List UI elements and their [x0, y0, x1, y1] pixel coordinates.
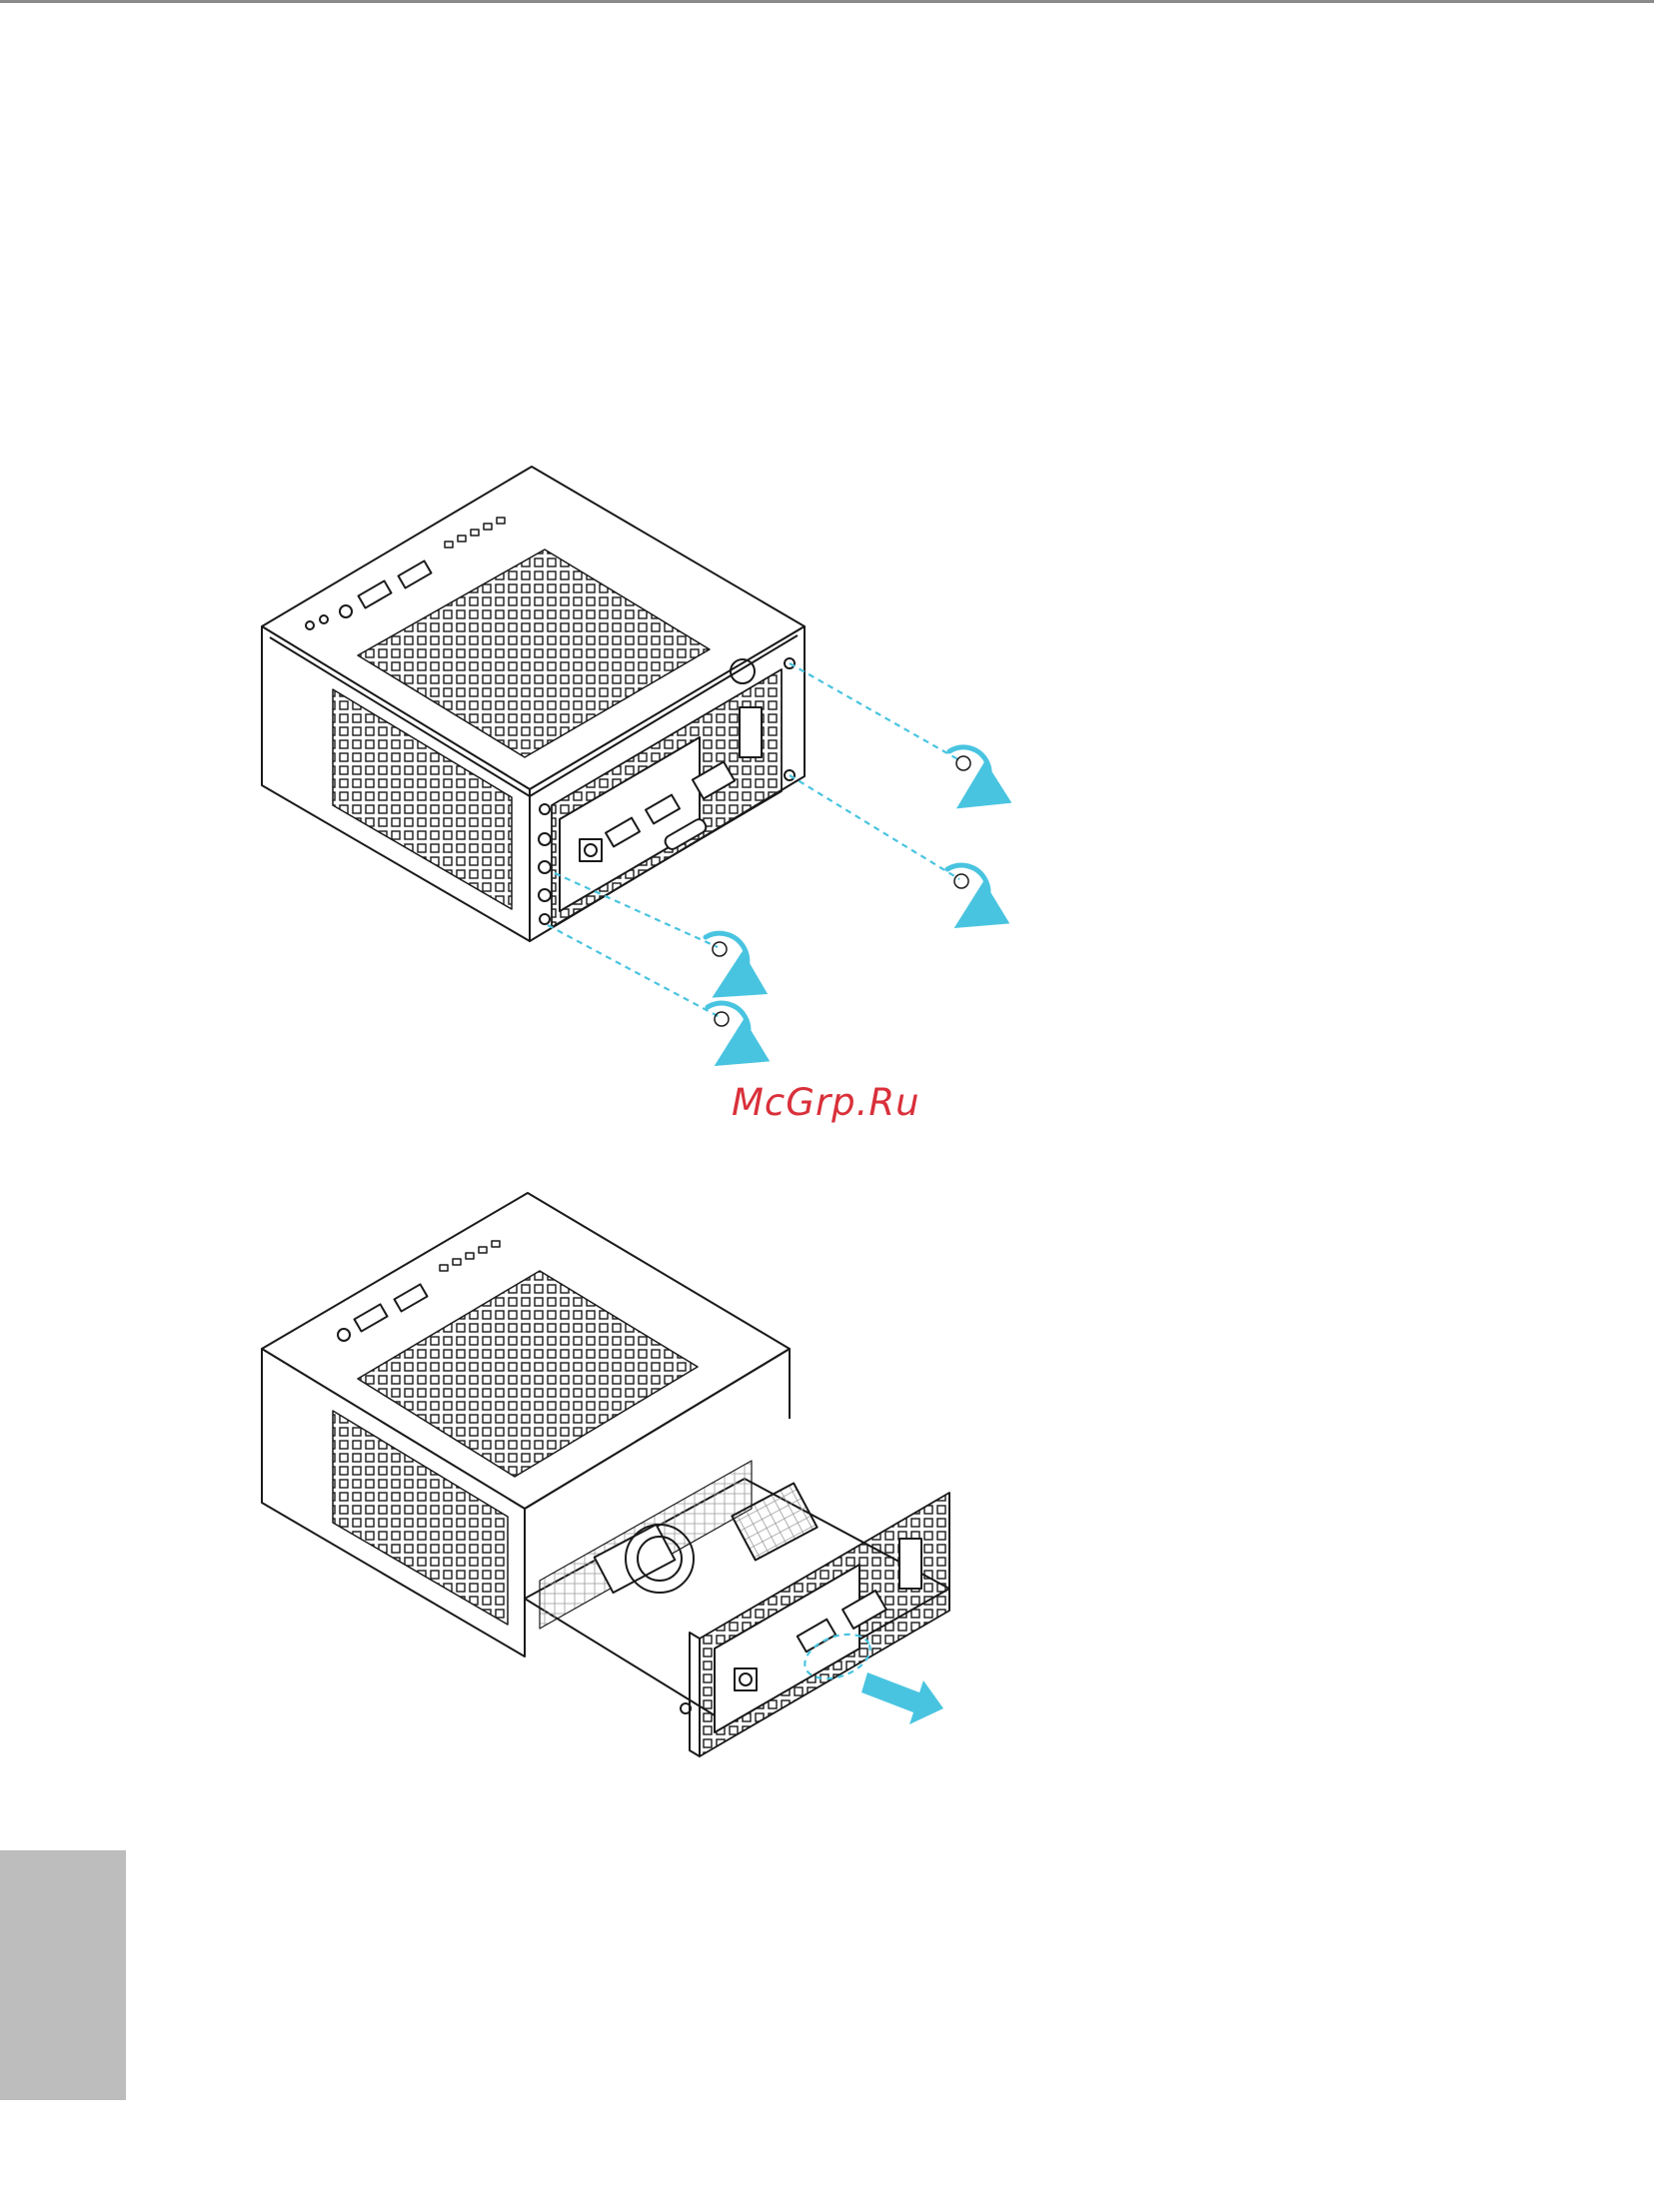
watermark: McGrp.Ru [732, 1081, 920, 1124]
figure-slide-tray-out [0, 1179, 1654, 1778]
page-side-tab [0, 1850, 126, 2100]
pull-out-arrow-icon [861, 1672, 943, 1724]
top-rule [0, 0, 1654, 3]
chassis-tray-illustration [0, 1179, 1654, 1778]
chassis-rear-illustration [0, 440, 1654, 1079]
figure-remove-screws [0, 440, 1654, 1079]
